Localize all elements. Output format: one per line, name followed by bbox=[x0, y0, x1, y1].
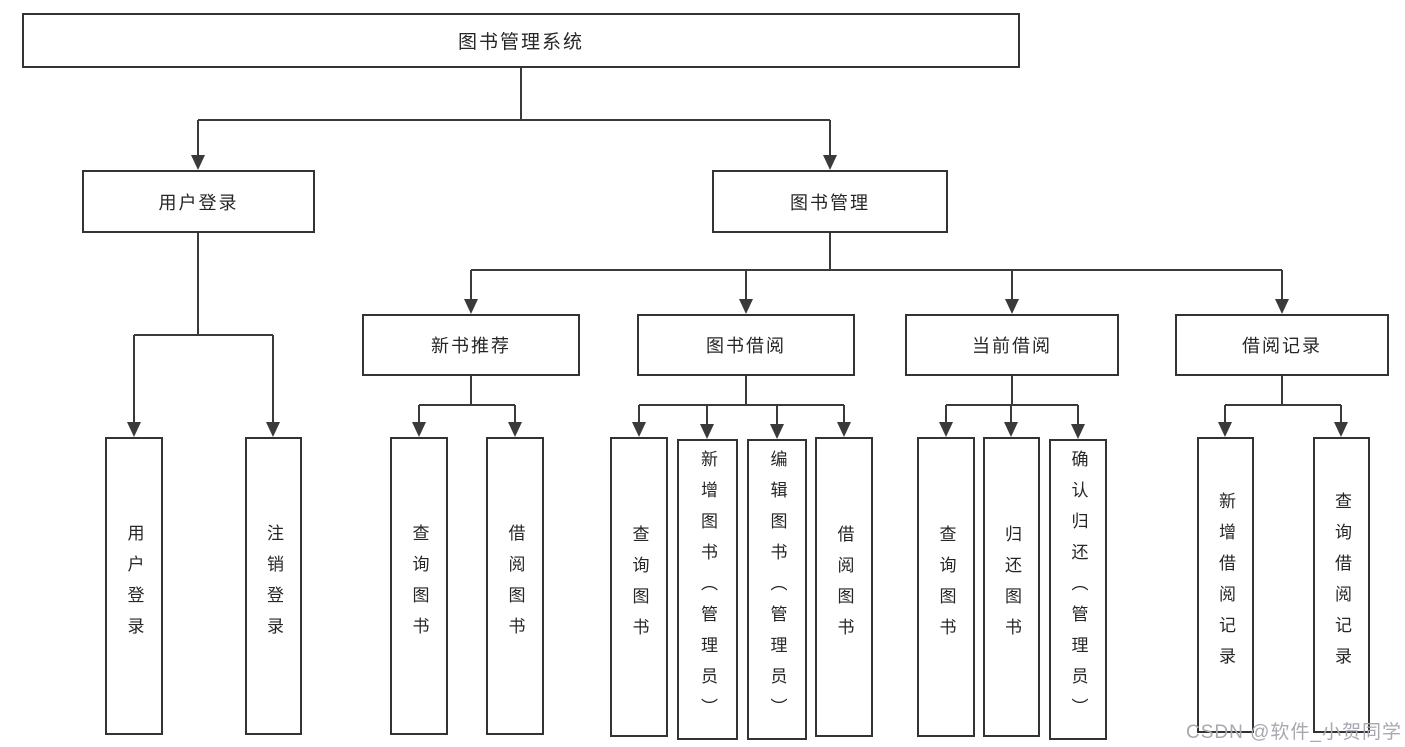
node-label: 借阅图书 bbox=[834, 525, 854, 649]
node-book-borrowing: 图书借阅 bbox=[637, 314, 855, 376]
node-label: 查询借阅记录 bbox=[1332, 492, 1351, 678]
leaf-query-books-borrowing: 查询图书 bbox=[610, 437, 668, 737]
node-label: 图书借阅 bbox=[706, 336, 786, 356]
arrowhead bbox=[1004, 422, 1018, 437]
arrowhead bbox=[700, 424, 714, 439]
leaf-edit-books-admin: 编辑图书（管理员） bbox=[747, 439, 807, 740]
arrowhead bbox=[1334, 422, 1348, 437]
node-label: 新增借阅记录 bbox=[1216, 492, 1235, 678]
arrowhead bbox=[770, 424, 784, 439]
watermark: CSDN @软件_小贺同学 bbox=[1186, 722, 1402, 743]
node-user-login: 用户登录 bbox=[82, 170, 315, 233]
arrowhead bbox=[266, 422, 280, 437]
node-label: 查询图书 bbox=[629, 525, 649, 649]
node-label: 编辑图书（管理员） bbox=[767, 450, 787, 729]
arrowhead bbox=[837, 422, 851, 437]
node-label: 归还图书 bbox=[1002, 525, 1021, 649]
node-label: 新增图书（管理员） bbox=[698, 450, 717, 729]
arrowhead bbox=[1218, 422, 1232, 437]
leaf-borrow-books: 借阅图书 bbox=[815, 437, 873, 737]
node-label: 用户登录 bbox=[124, 524, 144, 648]
arrowhead bbox=[127, 422, 141, 437]
node-new-book-recommend: 新书推荐 bbox=[362, 314, 580, 376]
leaf-add-borrow-record: 新增借阅记录 bbox=[1197, 437, 1254, 733]
arrowhead bbox=[191, 155, 205, 170]
node-book-management: 图书管理 bbox=[712, 170, 948, 233]
leaf-add-books-admin: 新增图书（管理员） bbox=[677, 439, 738, 740]
tree-edges bbox=[133, 68, 1342, 426]
leaf-return-books: 归还图书 bbox=[983, 437, 1040, 737]
node-label: 查询图书 bbox=[936, 525, 956, 649]
node-label: 查询图书 bbox=[409, 524, 429, 648]
arrowhead bbox=[464, 299, 478, 314]
node-label: 借阅记录 bbox=[1242, 336, 1322, 356]
node-label: 当前借阅 bbox=[972, 336, 1052, 356]
arrowhead bbox=[939, 422, 953, 437]
node-current-borrowing: 当前借阅 bbox=[905, 314, 1119, 376]
leaf-borrow-books-recommend: 借阅图书 bbox=[486, 437, 544, 735]
leaf-logout: 注销登录 bbox=[245, 437, 302, 735]
leaf-user-login: 用户登录 bbox=[105, 437, 163, 735]
arrowhead bbox=[508, 422, 522, 437]
node-label: 用户登录 bbox=[158, 192, 239, 213]
leaf-query-books-recommend: 查询图书 bbox=[390, 437, 448, 735]
arrowhead bbox=[632, 422, 646, 437]
node-root-library-system: 图书管理系统 bbox=[22, 13, 1020, 68]
node-label: 图书管理 bbox=[790, 192, 870, 213]
node-borrowing-records: 借阅记录 bbox=[1175, 314, 1389, 376]
arrowhead bbox=[1005, 299, 1019, 314]
node-label: 图书管理系统 bbox=[457, 32, 584, 53]
arrowhead bbox=[412, 422, 426, 437]
node-label: 新书推荐 bbox=[431, 336, 511, 356]
node-label: 注销登录 bbox=[264, 524, 283, 648]
arrowhead bbox=[1275, 299, 1289, 314]
arrowhead bbox=[739, 299, 753, 314]
node-label: 借阅图书 bbox=[505, 524, 525, 648]
leaf-query-books-current: 查询图书 bbox=[917, 437, 975, 737]
arrowhead bbox=[823, 155, 837, 170]
node-label: 确认归还（管理员） bbox=[1068, 450, 1088, 729]
leaf-confirm-return-admin: 确认归还（管理员） bbox=[1049, 439, 1107, 740]
arrowhead bbox=[1071, 424, 1085, 439]
leaf-query-borrow-record: 查询借阅记录 bbox=[1313, 437, 1370, 733]
